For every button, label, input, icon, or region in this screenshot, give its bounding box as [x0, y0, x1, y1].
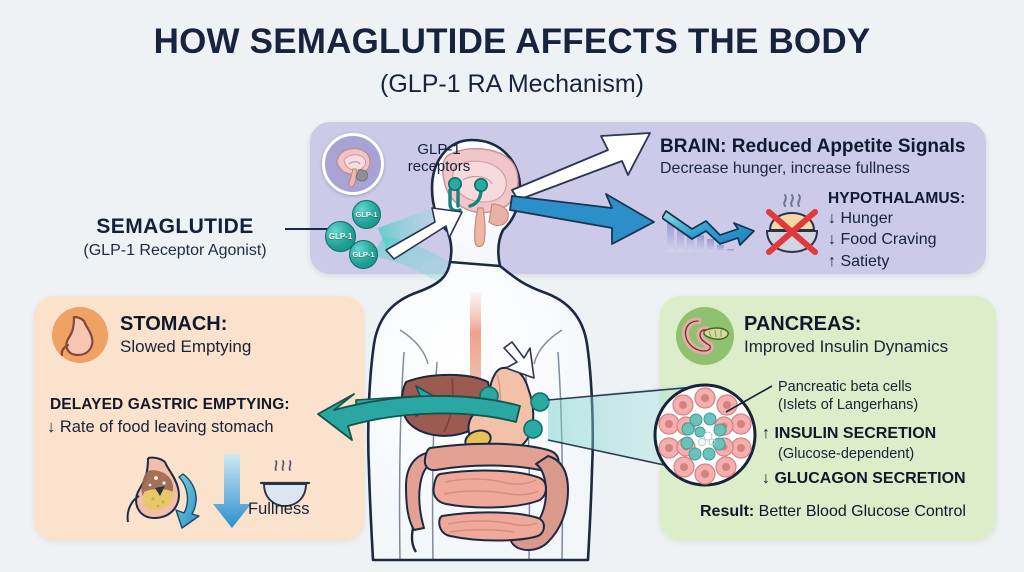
fullness-label: Fullness [248, 500, 310, 518]
no-food-icon [765, 194, 819, 255]
delayed-gastric-emptying-title: DELAYED GASTRIC EMPTYING: [50, 396, 290, 413]
organ-receptor-dots [479, 386, 550, 439]
hypothalamus-item-satiety: ↑ Satiety [828, 252, 890, 270]
insulin-secretion-line: ↑ INSULIN SECRETION [762, 425, 937, 442]
hypothalamus-item-hunger: ↓ Hunger [828, 210, 893, 227]
glp1-receptors-label-line2: receptors [407, 158, 471, 176]
result-label: Result: [700, 503, 755, 520]
pancreas-icon [676, 307, 734, 365]
islet-of-langerhans-icon [653, 383, 757, 487]
glucagon-secretion-line: ↓ GLUCAGON SECRETION [762, 470, 966, 487]
stomach-with-food-icon [126, 456, 180, 523]
brain-subheading: Decrease hunger, increase fullness [660, 160, 910, 177]
stomach-icon [52, 307, 108, 363]
brain-heading-rest: Reduced Appetite Signals [726, 136, 966, 157]
beta-cells-label-line1: Pancreatic beta cells [778, 379, 912, 395]
page-title: HOW SEMAGLUTIDE AFFECTS THE BODY [153, 22, 871, 61]
semaglutide-label: SEMAGLUTIDE (GLP-1 Receptor Agonist) [60, 215, 290, 260]
brain-icon [322, 133, 384, 195]
glp1-molecule[interactable]: GLP-1 [349, 240, 378, 269]
stomach-subheading: Slowed Emptying [120, 337, 252, 356]
pancreas-subheading: Improved Insulin Dynamics [744, 337, 949, 356]
glp1-receptors-label-line1: GLP-1 [417, 141, 461, 158]
result-line: Result: Better Blood Glucose Control [700, 503, 966, 521]
hypothalamus-title: HYPOTHALAMUS: [828, 190, 966, 207]
brain-heading: BRAIN: Reduced Appetite Signals [660, 136, 965, 158]
brain-heading-bold: BRAIN: [660, 136, 727, 157]
pancreas-heading: PANCREAS: [744, 313, 862, 335]
insulin-secretion-sub: (Glucose-dependent) [778, 446, 915, 462]
delayed-gastric-emptying-text: ↓ Rate of food leaving stomach [47, 418, 274, 436]
teal-arrow-to-liver [355, 385, 445, 417]
glp1-receptors-label: GLP-1 receptors [393, 141, 485, 176]
abdominal-organs [400, 366, 569, 553]
stomach-illustration-group [126, 454, 311, 529]
hypothalamus-item-food-craving: ↓ Food Craving [828, 231, 937, 249]
semaglutide-title: SEMAGLUTIDE [96, 215, 254, 238]
semaglutide-leader-line [285, 228, 333, 230]
body-contour-lines [398, 329, 564, 561]
esophagus-organ [470, 292, 481, 382]
beta-cells-label-line2: (Islets of Langerhans) [778, 397, 919, 413]
declining-bar-chart-icon [662, 210, 755, 252]
beta-cells-inner [680, 412, 727, 461]
glp1-molecule[interactable]: GLP-1 [352, 200, 381, 229]
soup-bowl-icon [259, 460, 311, 507]
semaglutide-sublabel: (GLP-1 Receptor Agonist) [83, 242, 267, 259]
result-text: Better Blood Glucose Control [754, 503, 966, 520]
white-arrow-into-stomach [503, 341, 535, 379]
stomach-heading: STOMACH: [120, 313, 228, 335]
hypothalamus-block: HYPOTHALAMUS: ↓ Hunger ↓ Food Craving ↑ … [828, 190, 965, 272]
page-subtitle: (GLP-1 RA Mechanism) [380, 70, 644, 98]
